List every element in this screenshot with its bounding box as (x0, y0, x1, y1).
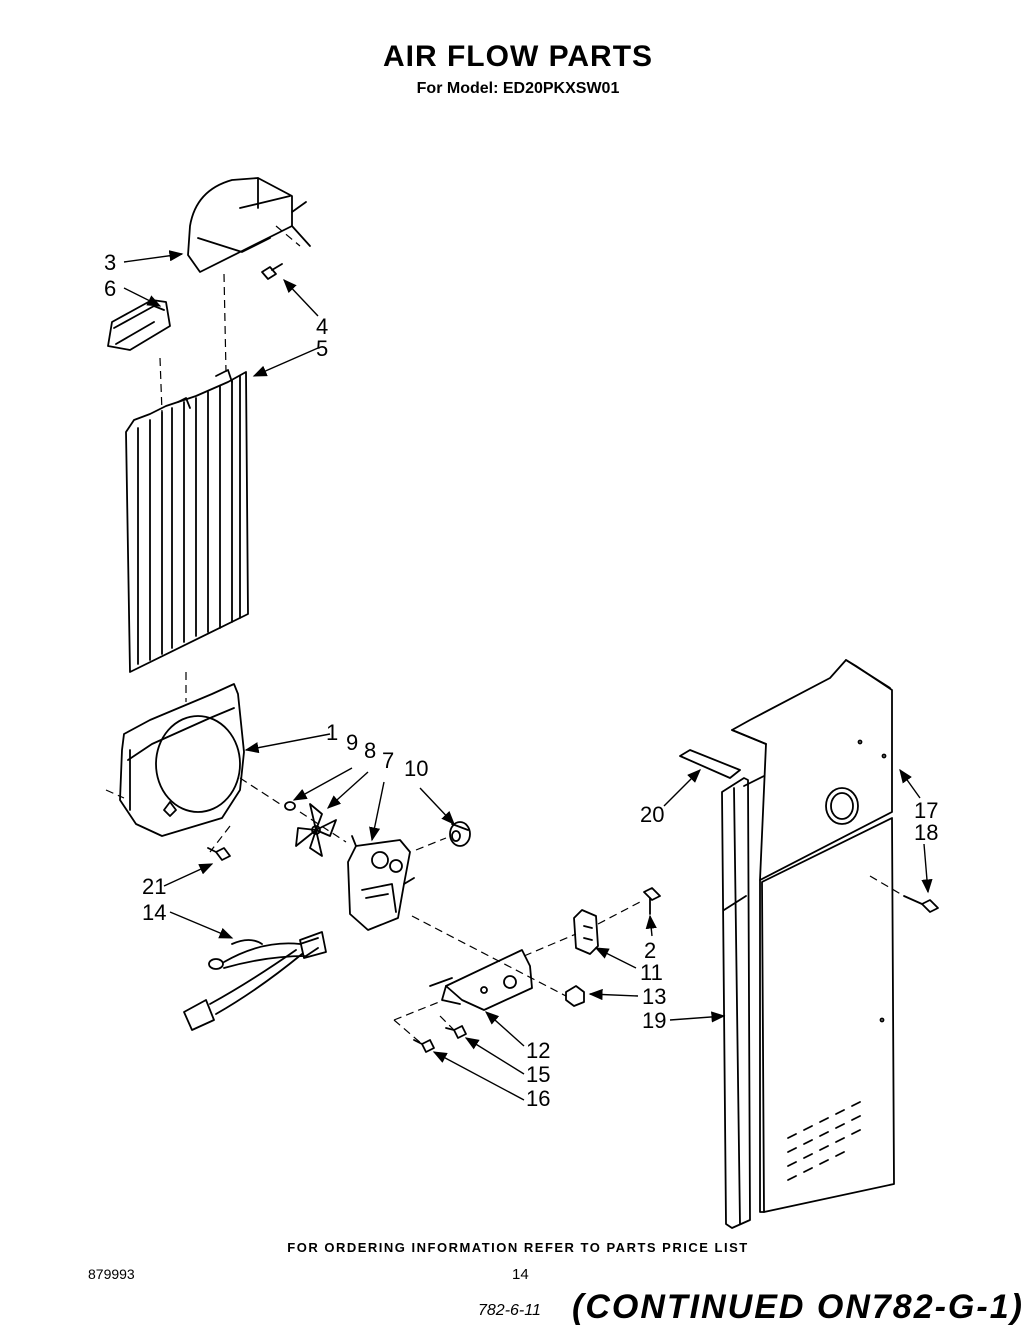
page-number: 14 (512, 1266, 529, 1283)
callout-16: 16 (526, 1086, 550, 1111)
callout-11: 11 (640, 960, 663, 985)
callout-12: 12 (526, 1038, 550, 1063)
part-11-plate (573, 909, 599, 955)
part-20-seal-strip (679, 749, 741, 779)
callout-19: 19 (642, 1008, 666, 1033)
callout-14: 14 (142, 900, 166, 925)
part-19-side-panel (721, 777, 751, 1229)
callout-13: 13 (642, 984, 666, 1009)
part-17-rear-panel (731, 659, 895, 1213)
part-12-bracket (429, 949, 533, 1011)
part-2-screw (643, 887, 661, 915)
ordering-note: FOR ORDERING INFORMATION REFER TO PARTS … (287, 1240, 749, 1255)
part-8-fan-blade (295, 803, 337, 857)
handwritten-note: 782-6-11 (478, 1302, 541, 1319)
callout-18: 18 (914, 820, 938, 845)
part-3-air-duct (187, 177, 311, 273)
page-title: AIR FLOW PARTS (382, 40, 654, 73)
callout-15: 15 (526, 1062, 550, 1087)
callout-2: 2 (644, 938, 656, 963)
part-14-wire-harness (183, 931, 327, 1031)
part-18-screw (903, 895, 939, 913)
part-7-fan-motor (347, 835, 415, 931)
callout-8: 8 (364, 738, 376, 763)
callout-10: 10 (404, 756, 428, 781)
part-10-grommet (449, 821, 471, 847)
part-5-evaporator-cover (125, 369, 249, 673)
part-4-screw (261, 263, 283, 280)
continued-note: (CONTINUED ON782-G-1) (572, 1288, 1024, 1326)
part-6-grille (107, 299, 171, 351)
leader-arrows (123, 250, 933, 1101)
part-16-screw (413, 1039, 435, 1053)
callout-17: 17 (914, 798, 938, 823)
callout-9: 9 (346, 730, 358, 755)
callout-7: 7 (382, 748, 394, 773)
document-number: 879993 (88, 1266, 135, 1282)
callout-3: 3 (104, 250, 116, 275)
callout-4: 4 (316, 314, 328, 339)
part-1-fan-shroud (119, 683, 245, 837)
callout-6: 6 (104, 276, 116, 301)
part-9-clip (284, 801, 296, 811)
callout-5: 5 (316, 336, 328, 361)
part-13-nut (565, 985, 585, 1007)
callout-labels: 3 6 4 5 1 9 8 7 10 20 17 18 21 14 2 11 1… (104, 250, 938, 1111)
part-15-screw (445, 1025, 467, 1039)
alignment-lines (105, 225, 905, 1045)
model-subtitle: For Model: ED20PKXSW01 (416, 80, 620, 97)
callout-20: 20 (640, 802, 664, 827)
callout-1: 1 (326, 720, 338, 745)
callout-21: 21 (142, 874, 166, 899)
